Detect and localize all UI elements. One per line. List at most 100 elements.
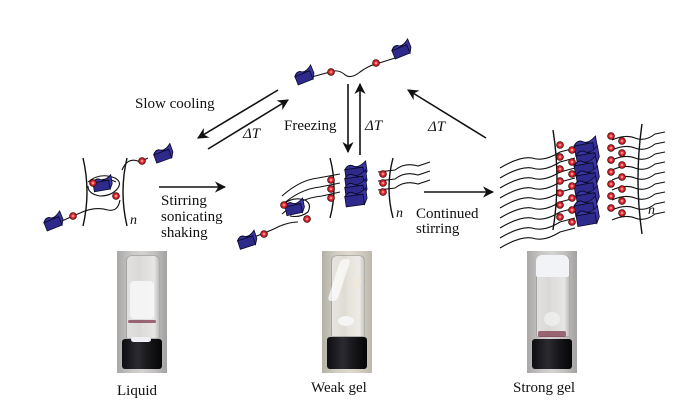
linker-node-center [329,70,333,74]
linker-node-center [570,196,574,200]
linker-node-center [558,179,562,183]
linker-node-center [609,170,613,174]
linker-node-center [609,182,613,186]
vial-photo-liquid [117,251,167,373]
linker-node-center [620,163,624,167]
caption-strong-gel: Strong gel [513,380,576,396]
linker-node-center [305,217,309,221]
polymer-chain [499,217,576,239]
linker-node-center [609,134,613,138]
linker-node-center [620,199,624,203]
linker-node-center [329,187,333,191]
linker-node-center [558,203,562,207]
arrow-slow-cooling [197,89,279,139]
polymer-chain [499,167,576,189]
linker-node-center [558,155,562,159]
linker-node-center [609,158,613,162]
polymer-chain [499,207,576,229]
polymer-chain [499,157,576,179]
linker-node-center [620,211,624,215]
vial-photo-strong-gel [527,251,577,373]
label-n-weak-gel: n [396,206,403,221]
polymer-chain [282,198,311,218]
polymer-chain [377,161,431,173]
linker-node-center [558,167,562,171]
linker-node-center [570,220,574,224]
linker-node-center [329,178,333,182]
label-continued-stirring: stirring [416,221,460,237]
label-sonicating: sonicating [161,209,223,225]
linker-node-center [620,139,624,143]
linker-node-center [381,172,385,176]
linker-node-center [558,215,562,219]
aromatic-block [236,229,258,250]
polymer-chain [499,177,576,199]
open-paren [82,157,88,227]
top-unimer [294,37,412,86]
arrow-delta-t-to-top [207,99,289,150]
linker-node-center [620,187,624,191]
linker-node-center [91,181,95,185]
polymer-chain [377,179,431,191]
polymer-chain [499,147,576,169]
label-shaking: shaking [161,225,208,241]
polymer-chain [307,57,396,79]
linker-node-center [71,214,75,218]
linker-node-center [570,208,574,212]
linker-node-center [570,148,574,152]
strong-gel-structure [499,123,666,249]
close-paren [122,157,128,227]
polymer-chain [611,131,666,141]
label-slow-cooling: Slow cooling [135,96,215,112]
polymer-chain [281,173,341,197]
close-paren [388,157,394,219]
label-stirring: Stirring [161,193,207,209]
liquid-structure [43,142,174,232]
linker-node-center [558,191,562,195]
polymer-chain [611,151,666,161]
label-n-strong-gel: n [648,203,655,218]
polymer-chain [499,187,576,209]
linker-node-center [329,196,333,200]
label-delta-t-1: ΔT [243,126,261,142]
linker-node-center [570,184,574,188]
aromatic-block [391,37,412,60]
aromatic-block [344,187,368,208]
label-n-liquid: n [130,213,137,228]
linker-node-center [282,203,286,207]
linker-node-center [620,175,624,179]
linker-node-center [140,159,144,163]
aromatic-block [294,63,315,86]
polymer-chain [87,175,121,197]
label-continued: Continued [416,206,479,222]
polymer-chain [611,141,666,151]
label-freezing: Freezing [284,118,337,134]
label-delta-t-2: ΔT [365,118,383,134]
linker-node-center [381,181,385,185]
polymer-chain [79,199,121,214]
linker-node-center [374,61,378,65]
linker-node-center [381,190,385,194]
linker-node-center [609,194,613,198]
linker-node-center [570,160,574,164]
linker-node-center [570,172,574,176]
weak-gel-structure [236,157,431,250]
polymer-chain [611,211,666,221]
aromatic-block [575,205,600,228]
linker-node-center [558,143,562,147]
label-delta-t-3: ΔT [428,119,446,135]
caption-weak-gel: Weak gel [311,380,367,396]
vial-photo-weak-gel [322,251,372,373]
linker-node-center [114,194,118,198]
polymer-chain [499,197,576,219]
arrow-strong-to-top [407,89,487,139]
arrows [159,82,495,198]
polymer-chain [377,170,431,182]
linker-node-center [609,146,613,150]
linker-node-center [609,206,613,210]
polymer-chain [611,201,666,211]
caption-liquid: Liquid [117,383,157,399]
aromatic-block [43,209,64,232]
